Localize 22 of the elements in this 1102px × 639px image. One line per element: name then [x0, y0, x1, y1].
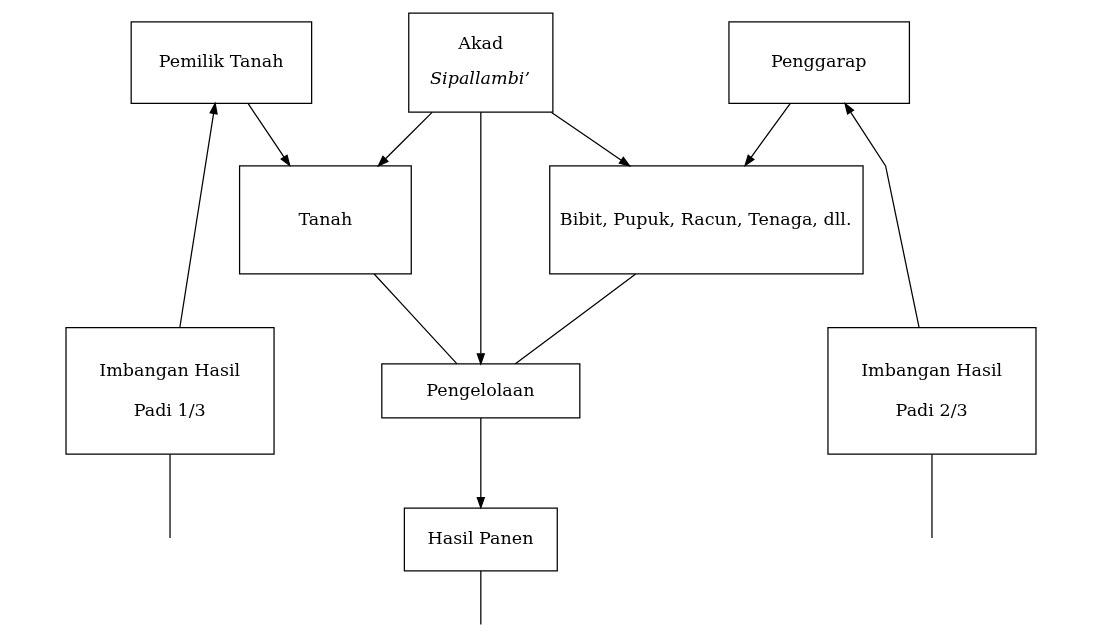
connector: [373, 273, 458, 365]
node-box: Pengelolaan: [381, 363, 581, 419]
node-box: Imbangan Hasil Padi 2/3: [827, 327, 1037, 455]
node-box: Tanah: [238, 165, 412, 275]
arrow: [476, 417, 486, 510]
arrow: [550, 111, 632, 167]
arrow: [476, 111, 486, 366]
arrow: [376, 111, 433, 168]
node-box: Penggarap: [728, 21, 911, 104]
arrow: [844, 102, 920, 328]
connector: [169, 453, 171, 539]
connector: [931, 453, 933, 539]
arrow: [247, 103, 291, 168]
node-box: Bibit, Pupuk, Racun, Tenaga, dll.: [549, 165, 864, 275]
node-box: Pemilik Tanah: [130, 21, 313, 104]
connector: [514, 273, 637, 365]
node-box: Hasil Panen: [403, 507, 558, 572]
node-box: Akad Sipallambi’: [408, 12, 554, 113]
arrow: [179, 101, 218, 329]
node-box: Imbangan Hasil Padi 1/3: [65, 327, 275, 455]
arrow: [744, 103, 791, 167]
connector: [480, 570, 482, 626]
